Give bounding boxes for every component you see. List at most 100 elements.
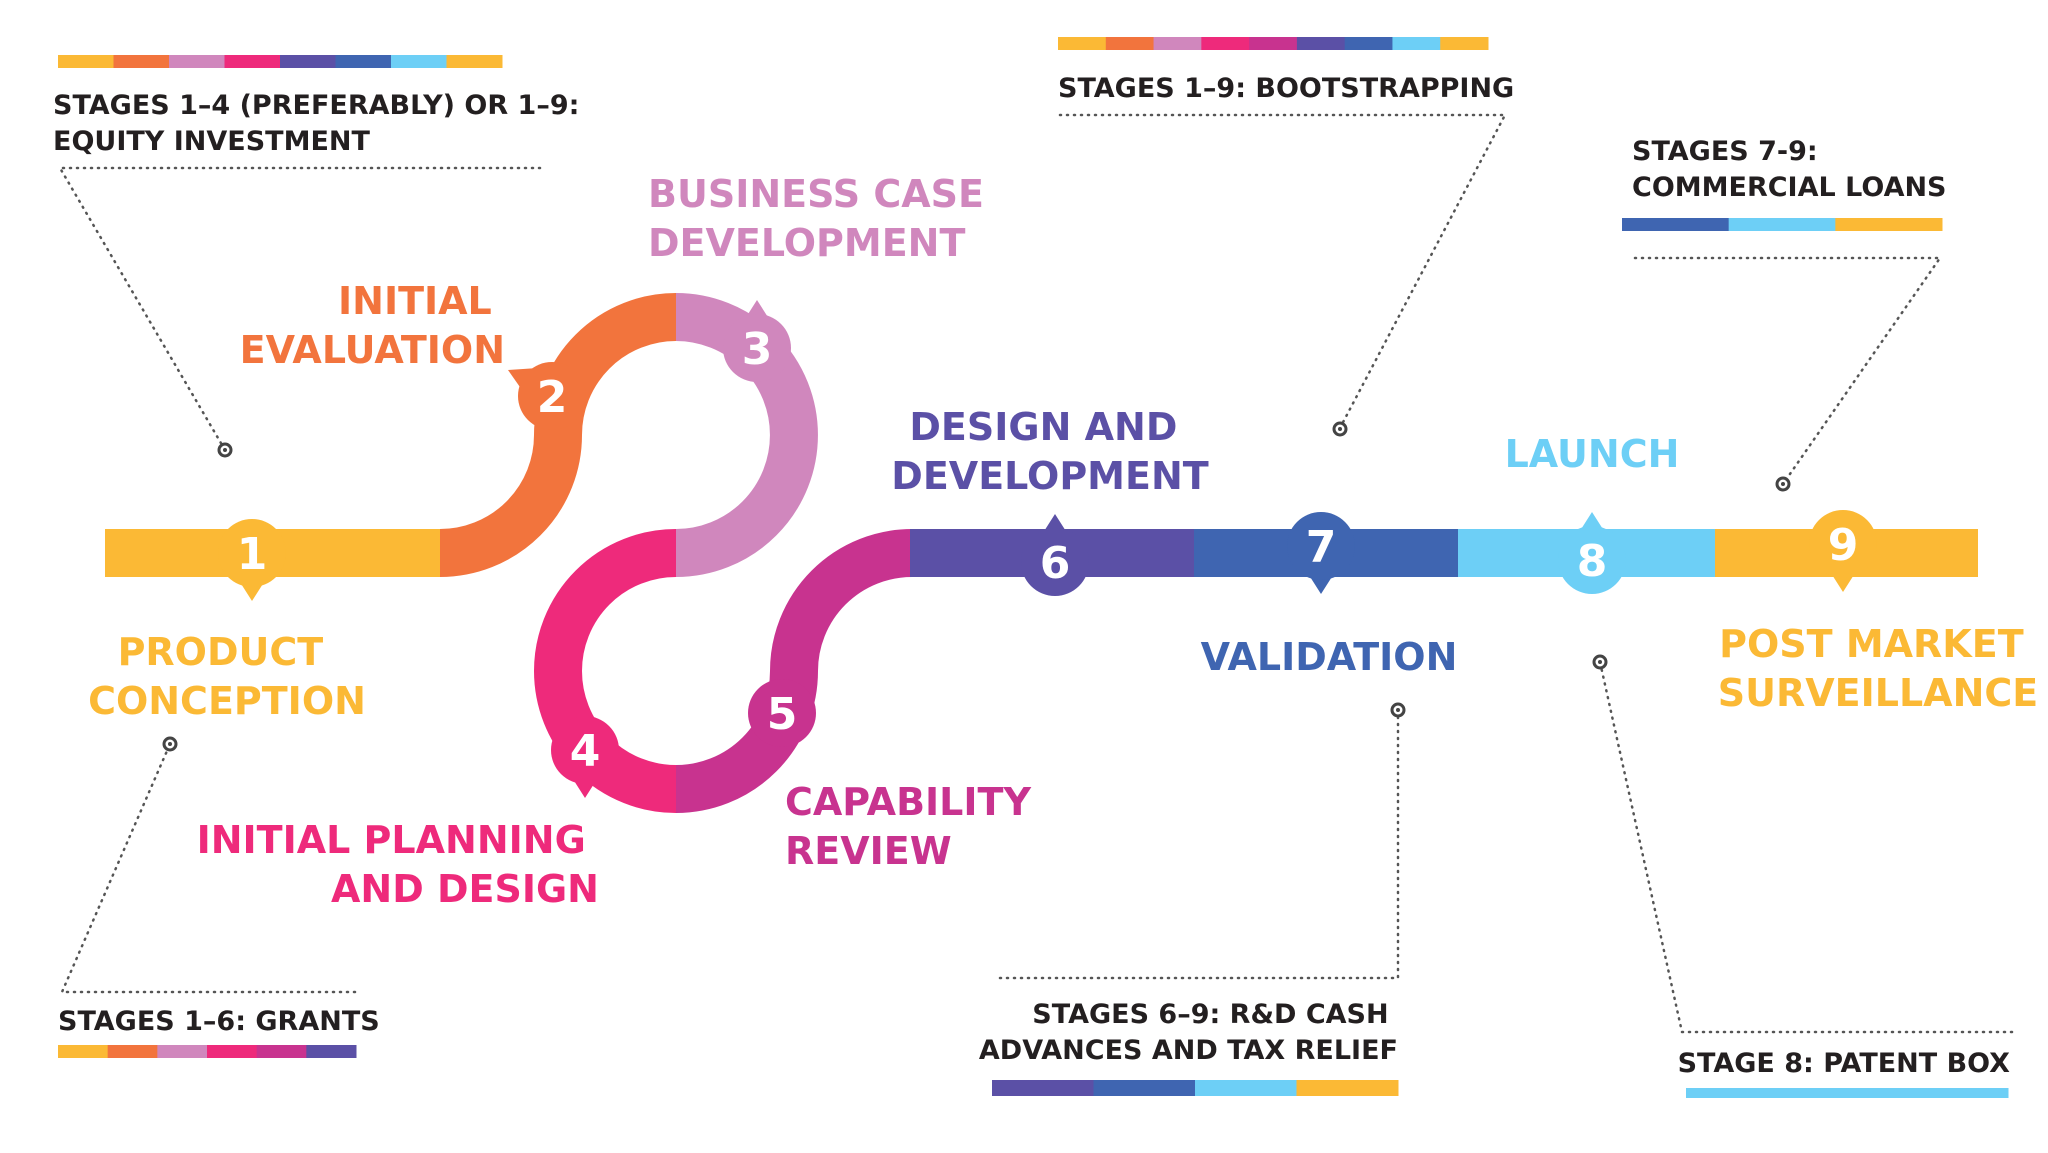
bootstrapping-label: STAGES 1–9: BOOTSTRAPPING xyxy=(1058,73,1514,104)
color-bar-segment xyxy=(1201,37,1250,50)
color-bar-segment xyxy=(157,1045,208,1058)
stage-number: 4 xyxy=(570,726,601,777)
color-bar-segment xyxy=(391,55,447,68)
color-bar-segment xyxy=(1728,218,1836,231)
marker-circle xyxy=(1558,526,1626,594)
color-bar-segment xyxy=(256,1045,307,1058)
grants-color-bar xyxy=(58,1045,357,1058)
funding-callouts: STAGES 1–4 (PREFERABLY) OR 1–9: EQUITY I… xyxy=(53,73,2010,1079)
stage-4-title: INITIAL PLANNING AND DESIGN xyxy=(197,818,599,911)
stage-2-marker: 2 xyxy=(508,362,586,430)
stage-1-marker: 1 xyxy=(218,519,286,601)
leader-equity xyxy=(57,166,542,452)
rd-label: STAGES 6–9: R&D CASH ADVANCES AND TAX RE… xyxy=(979,999,1398,1066)
leader-dot-core xyxy=(1781,482,1785,486)
color-bar-segment xyxy=(1622,218,1730,231)
stage-7-title: VALIDATION xyxy=(1201,635,1458,679)
color-bar-segment xyxy=(1296,37,1346,50)
color-bar-segment xyxy=(1153,37,1202,50)
stage-number: 9 xyxy=(1828,520,1859,571)
color-bar-segment xyxy=(335,55,392,68)
equity-color-bar xyxy=(58,55,503,68)
stage-titles: PRODUCT CONCEPTION INITIAL EVALUATION BU… xyxy=(88,172,2038,911)
loans-label: STAGES 7-9: COMMERCIAL LOANS xyxy=(1632,136,1947,203)
leader-end-dots xyxy=(162,421,1791,752)
leader-grants xyxy=(60,742,357,994)
color-bar-segment xyxy=(306,1045,357,1058)
color-bar-segment xyxy=(1105,37,1155,50)
marker-circle xyxy=(551,716,619,784)
stage-number: 6 xyxy=(1040,538,1071,589)
marker-circle xyxy=(1287,512,1355,580)
marker-circle xyxy=(1809,510,1877,578)
color-bar-segment xyxy=(446,55,503,68)
color-bar-segment xyxy=(1344,37,1393,50)
color-bar-segment xyxy=(107,1045,158,1058)
leader-dot-core xyxy=(168,742,172,746)
bootstrapping-color-bar xyxy=(1058,37,1489,50)
leader-dot-core xyxy=(1396,708,1400,712)
color-bar-segment xyxy=(1296,1080,1399,1096)
grants-label: STAGES 1–6: GRANTS xyxy=(58,1006,380,1037)
patent-color-bar xyxy=(1686,1088,2009,1098)
stage-2-title: INITIAL EVALUATION xyxy=(240,279,505,372)
color-bar-segment xyxy=(1195,1080,1297,1096)
stage-markers: 1 2 3 4 5 6 7 8 9 xyxy=(218,300,1877,798)
stage-5-marker: 5 xyxy=(748,665,816,747)
color-bar-segment xyxy=(113,55,170,68)
color-bar-segment xyxy=(58,1045,109,1058)
stage-8-marker: 8 xyxy=(1558,512,1626,594)
leader-dot-core xyxy=(223,448,227,452)
color-bar-segment xyxy=(1249,37,1298,50)
color-bar-segment xyxy=(280,55,336,68)
marker-circle xyxy=(1021,528,1089,596)
stage-5-title: CAPABILITY REVIEW xyxy=(785,780,1044,873)
stage-number: 5 xyxy=(767,689,798,740)
color-bar-segment xyxy=(1093,1080,1196,1096)
color-bar-segment xyxy=(169,55,225,68)
rd-color-bar xyxy=(992,1080,1399,1096)
stage-number: 3 xyxy=(742,324,773,375)
leader-rd xyxy=(998,708,1400,980)
color-bar-segment xyxy=(1058,37,1107,50)
stage-9-title: POST MARKET SURVEILLANCE xyxy=(1718,622,2038,715)
color-bar-segment xyxy=(1392,37,1441,50)
path-segment-2 xyxy=(439,293,677,577)
patent-label: STAGE 8: PATENT BOX xyxy=(1678,1048,2011,1079)
leader-dot-core xyxy=(1338,427,1342,431)
stage-number: 8 xyxy=(1577,536,1608,587)
stage-7-marker: 7 xyxy=(1287,512,1355,594)
leader-bootstrapping xyxy=(1058,113,1508,430)
stage-4-marker: 4 xyxy=(551,716,619,798)
marker-circle xyxy=(218,519,286,587)
color-bar-segment xyxy=(58,55,114,68)
stage-3-title: BUSINESS CASE DEVELOPMENT xyxy=(648,172,997,265)
marker-circle xyxy=(748,679,816,747)
stage-1-title: PRODUCT CONCEPTION xyxy=(88,630,366,723)
leader-patent xyxy=(1598,660,2014,1034)
stage-3-marker: 3 xyxy=(723,300,791,382)
path-segment-5 xyxy=(675,529,913,813)
leader-dot-core xyxy=(1598,660,1602,664)
stage-number: 2 xyxy=(537,372,568,423)
stage-9-marker: 9 xyxy=(1809,510,1877,592)
color-bar-segment xyxy=(207,1045,258,1058)
color-bar-segment xyxy=(1835,218,1943,231)
marker-circle xyxy=(723,314,791,382)
loans-color-bar xyxy=(1622,218,1943,231)
stage-6-marker: 6 xyxy=(1021,514,1089,596)
stage-6-title: DESIGN AND DEVELOPMENT xyxy=(891,405,1208,498)
marker-circle xyxy=(518,362,586,430)
stage-number: 7 xyxy=(1306,522,1337,573)
color-bar-segment xyxy=(1686,1088,2009,1098)
stage-number: 1 xyxy=(237,529,268,580)
leader-lines xyxy=(57,113,2014,1034)
color-bar-segment xyxy=(224,55,281,68)
equity-label: STAGES 1–4 (PREFERABLY) OR 1–9: EQUITY I… xyxy=(53,90,589,157)
color-bar-segment xyxy=(992,1080,1094,1096)
leader-loans xyxy=(1633,256,1943,486)
color-bar-segment xyxy=(1440,37,1489,50)
stage-8-title: LAUNCH xyxy=(1505,432,1680,476)
path-segment-4 xyxy=(534,529,677,813)
